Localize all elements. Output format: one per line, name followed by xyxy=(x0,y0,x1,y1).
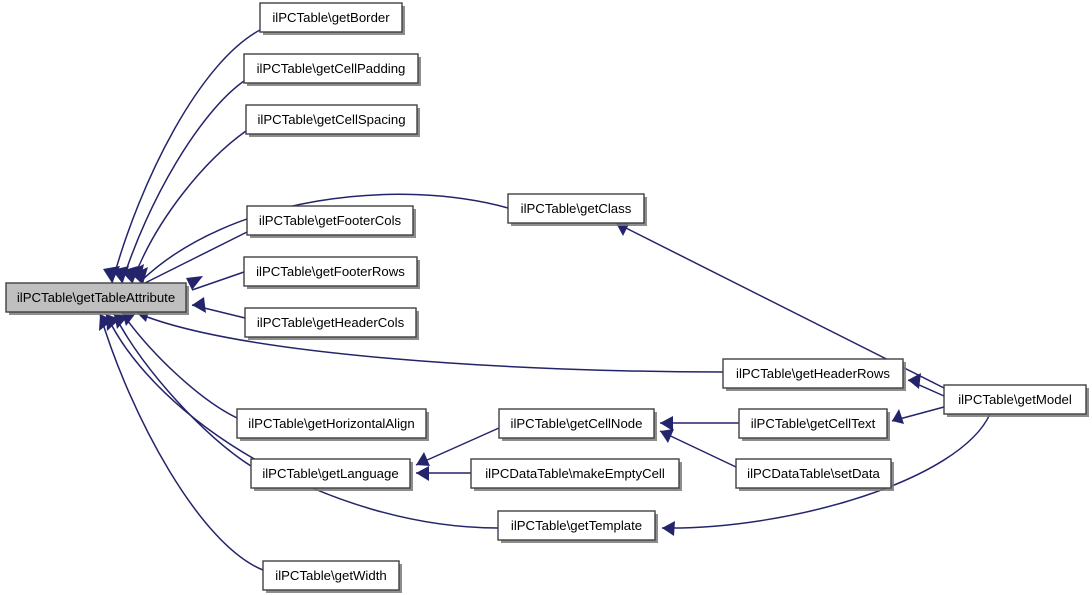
node-getCellPadding[interactable]: ilPCTable\getCellPadding xyxy=(243,53,421,86)
node-box[interactable] xyxy=(244,307,417,338)
node-box[interactable] xyxy=(738,408,888,439)
edge-setData-to-getCellNode xyxy=(659,429,737,468)
node-getHeaderCols[interactable]: ilPCTable\getHeaderCols xyxy=(244,307,419,340)
edge-getCellText-to-getCellNode xyxy=(660,416,739,431)
node-getFooterRows[interactable]: ilPCTable\getFooterRows xyxy=(243,256,420,289)
node-label: ilPCTable\getHeaderCols xyxy=(257,315,405,330)
node-getCellNode[interactable]: ilPCTable\getCellNode xyxy=(498,408,657,441)
edge-line xyxy=(121,80,245,284)
edge-line xyxy=(121,312,238,419)
edge-getCellSpacing-to-getTableAttribute xyxy=(121,130,247,284)
node-label: ilPCTable\getCellNode xyxy=(511,416,643,431)
node-label: ilPCTable\getLanguage xyxy=(262,466,398,481)
edge-line xyxy=(661,413,991,529)
node-box-root[interactable] xyxy=(5,282,187,313)
node-box[interactable] xyxy=(259,2,403,33)
edge-line xyxy=(131,130,247,284)
node-box[interactable] xyxy=(722,358,904,389)
node-box[interactable] xyxy=(498,408,655,439)
node-label: ilPCTable\getTableAttribute xyxy=(17,290,175,305)
node-box[interactable] xyxy=(735,458,892,489)
node-label: ilPCTable\getTemplate xyxy=(511,518,642,533)
edge-getModel-to-getCellText xyxy=(891,406,945,424)
node-getHeaderRows[interactable]: ilPCTable\getHeaderRows xyxy=(722,358,906,391)
node-label: ilPCTable\getCellSpacing xyxy=(257,112,405,127)
node-layer: ilPCTable\getTableAttribute ilPCTable\get… xyxy=(5,2,1089,593)
node-getCellText[interactable]: ilPCTable\getCellText xyxy=(738,408,890,441)
node-box[interactable] xyxy=(236,408,427,439)
node-getHorizontalAlign[interactable]: ilPCTable\getHorizontalAlign xyxy=(236,408,429,441)
edge-getFooterRows-to-getTableAttribute xyxy=(186,271,245,291)
node-getBorder[interactable]: ilPCTable\getBorder xyxy=(259,2,405,35)
node-setData[interactable]: ilPCDataTable\setData xyxy=(735,458,894,491)
node-box[interactable] xyxy=(250,458,411,489)
node-label: ilPCTable\getCellPadding xyxy=(257,61,406,76)
edge-makeEmptyCell-to-getLanguage xyxy=(416,466,471,481)
node-box[interactable] xyxy=(243,256,418,287)
arrowhead-icon xyxy=(416,466,429,481)
node-label: ilPCDataTable\makeEmptyCell xyxy=(485,466,665,481)
arrowhead-icon xyxy=(114,314,128,329)
node-label: ilPCTable\getHeaderRows xyxy=(736,366,890,381)
edge-getBorder-to-getTableAttribute xyxy=(103,29,261,284)
edge-getLanguage-to-getTableAttribute xyxy=(113,313,252,467)
edge-line xyxy=(99,313,264,571)
node-box[interactable] xyxy=(470,458,680,489)
node-label: ilPCTable\getClass xyxy=(521,201,632,216)
node-makeEmptyCell[interactable]: ilPCDataTable\makeEmptyCell xyxy=(470,458,682,491)
edge-line xyxy=(142,231,248,285)
arrowhead-icon xyxy=(133,267,148,284)
arrowhead-icon xyxy=(660,416,673,431)
arrowhead-icon xyxy=(99,314,113,331)
edge-line xyxy=(415,427,500,466)
node-getTableAttribute[interactable]: ilPCTable\getTableAttribute xyxy=(5,282,189,315)
arrowhead-icon xyxy=(186,276,203,290)
edge-line xyxy=(659,430,737,468)
node-box[interactable] xyxy=(507,193,645,224)
node-label: ilPCTable\getHorizontalAlign xyxy=(248,416,414,431)
node-getWidth[interactable]: ilPCTable\getWidth xyxy=(262,560,402,593)
arrowhead-icon xyxy=(416,452,430,466)
node-box[interactable] xyxy=(243,53,419,84)
node-label: ilPCTable\getModel xyxy=(958,392,1072,407)
edge-line xyxy=(113,313,252,467)
node-getCellSpacing[interactable]: ilPCTable\getCellSpacing xyxy=(245,104,420,137)
node-box[interactable] xyxy=(497,510,656,541)
edge-getCellNode-to-getLanguage xyxy=(415,427,500,466)
edge-getHeaderCols-to-getTableAttribute xyxy=(191,297,246,319)
node-box[interactable] xyxy=(246,205,414,236)
node-label: ilPCTable\getBorder xyxy=(272,10,390,25)
arrowhead-icon xyxy=(908,373,921,389)
node-label: ilPCTable\getFooterRows xyxy=(256,264,405,279)
edge-line xyxy=(136,312,724,373)
arrowhead-icon xyxy=(106,314,120,331)
arrowhead-icon xyxy=(892,409,904,424)
edge-getModel-to-getHeaderRows xyxy=(907,373,945,397)
edge-getFooterCols-to-getTableAttribute xyxy=(133,231,248,285)
node-label: ilPCDataTable\setData xyxy=(747,466,880,481)
edge-line xyxy=(139,193,509,283)
node-label: ilPCTable\getFooterCols xyxy=(259,213,402,228)
arrowhead-icon xyxy=(662,521,675,536)
node-getLanguage[interactable]: ilPCTable\getLanguage xyxy=(250,458,413,491)
node-label: ilPCTable\getCellText xyxy=(751,416,876,431)
arrowhead-icon xyxy=(660,429,674,443)
node-getModel[interactable]: ilPCTable\getModel xyxy=(943,384,1089,417)
edge-line xyxy=(111,29,261,284)
edge-getWidth-to-getTableAttribute xyxy=(99,313,264,571)
node-box[interactable] xyxy=(262,560,400,591)
edge-getHeaderRows-to-getTableAttribute xyxy=(136,307,724,373)
node-box[interactable] xyxy=(245,104,418,135)
node-box[interactable] xyxy=(943,384,1087,415)
edge-getModel-to-getTemplate xyxy=(661,413,991,536)
edge-line xyxy=(191,271,245,291)
arrowhead-icon xyxy=(192,297,206,313)
node-getTemplate[interactable]: ilPCTable\getTemplate xyxy=(497,510,658,543)
node-label: ilPCTable\getWidth xyxy=(275,568,386,583)
node-getClass[interactable]: ilPCTable\getClass xyxy=(507,193,647,226)
node-getFooterCols[interactable]: ilPCTable\getFooterCols xyxy=(246,205,416,238)
edge-layer xyxy=(99,29,991,571)
